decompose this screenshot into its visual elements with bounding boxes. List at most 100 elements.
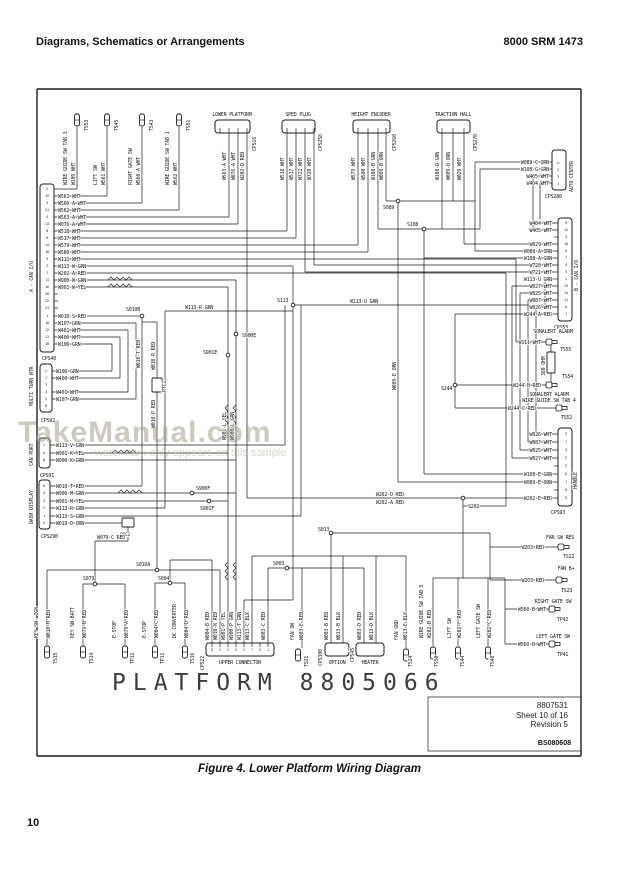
wire-label: SONALERT ALARM xyxy=(529,392,569,398)
component-label: TS50 xyxy=(434,656,440,667)
wire-label: W560-B WHT xyxy=(518,642,546,648)
component-label: 6 xyxy=(565,472,567,476)
junction-node xyxy=(233,331,239,337)
component-label: 2 xyxy=(565,277,567,281)
wire-label: W010-N RED xyxy=(213,612,219,640)
twisted-pair-coil-symbol xyxy=(232,404,237,427)
wire-label: DASH DISPLAY xyxy=(29,490,35,524)
component-label: TS15 xyxy=(53,653,59,664)
component-label: CPS45 xyxy=(350,648,356,662)
wire-label: W405 WHT xyxy=(530,228,553,234)
component-label: CPS16 xyxy=(252,137,258,151)
wire-label: W900-M GRN xyxy=(56,491,84,497)
wire-label: W900-W GRN xyxy=(58,278,86,284)
component-label: CPS93 xyxy=(551,510,565,516)
junction-node xyxy=(225,352,231,358)
connector-shell xyxy=(436,119,471,134)
component-label: 1 xyxy=(43,514,45,518)
terminal-lug-icon xyxy=(561,406,568,410)
title-block-revision: Revision 5 xyxy=(530,720,568,729)
wire-label: CAN PORT xyxy=(29,443,35,466)
wire-label: W560-A WHT xyxy=(136,157,142,185)
component-label: 4 xyxy=(565,263,567,267)
component-label: HEATER xyxy=(362,660,380,666)
wire-label: KEY SW- IGN xyxy=(34,607,40,638)
wire-label: LIFT SW xyxy=(447,617,453,638)
wire-label: W004-D RED xyxy=(184,610,190,638)
wire-label: W901-M YEL xyxy=(56,499,84,505)
component-label: 10 xyxy=(45,342,49,346)
terminal-lug-icon xyxy=(557,543,565,551)
junction-node xyxy=(92,581,98,587)
wire-label: W901-K YEL xyxy=(56,451,84,457)
component-label: TS16 xyxy=(190,653,196,664)
junction-node xyxy=(460,495,466,501)
component-label: 21 xyxy=(45,208,49,212)
connector-shell xyxy=(355,642,385,657)
component-label: TS51 xyxy=(186,120,192,131)
component-label: 7 xyxy=(565,256,567,260)
component-label: 3 xyxy=(46,201,48,205)
wire-label: W076-A WHT xyxy=(58,222,86,228)
component-label: TS53 xyxy=(84,120,90,131)
wire-label: MULTI TURN WTR xyxy=(29,365,35,406)
component-label: S003 xyxy=(273,561,284,567)
component-label: 5 xyxy=(565,270,567,274)
component-label: TP42 xyxy=(557,617,568,623)
wire-label: W720 WHT xyxy=(307,157,313,180)
twisted-pair-coil-symbol xyxy=(232,561,237,581)
wire-label: RIGHT GATE SW xyxy=(535,599,573,605)
component-label: CPS290 xyxy=(41,534,58,540)
component-label: 10 xyxy=(564,242,568,246)
wire-label: W013-C BLK xyxy=(245,612,251,640)
component-label: 2 xyxy=(43,506,45,510)
component-label: S004 xyxy=(158,576,169,582)
wire-label: W203 RED xyxy=(522,545,545,551)
component-label: 2 xyxy=(46,187,48,191)
connector-shell xyxy=(281,119,316,134)
component-label: 13 xyxy=(564,284,568,288)
wire-label: W013-D BLK xyxy=(369,612,375,640)
component-label: TP11 xyxy=(160,653,166,664)
component-label: CPS40 xyxy=(42,356,56,362)
component-label: 6 xyxy=(259,648,261,652)
title-block-code: BS080608 xyxy=(537,740,571,747)
wire-label: W089-D ORN xyxy=(446,152,452,180)
component-label: CPS22 xyxy=(200,656,206,670)
wire-label: W108-B GRN xyxy=(371,152,377,180)
component-label: 8 xyxy=(565,305,567,309)
component-label: 3 xyxy=(565,432,567,436)
component-label: TS14 xyxy=(89,653,95,664)
component-label: 2 xyxy=(45,369,47,373)
page-number: 10 xyxy=(27,817,40,829)
wire-label: W089-B ORN xyxy=(379,152,385,180)
wire-label: W202-D RED xyxy=(240,152,246,180)
component-label: 18 xyxy=(45,321,49,325)
junction-node xyxy=(284,565,290,571)
junction-node xyxy=(167,580,173,586)
junction-node xyxy=(421,226,427,232)
component-label: 7 xyxy=(565,440,567,444)
wire-label: W400 WHT xyxy=(58,335,81,341)
wire-label: W109 WHT xyxy=(71,162,77,185)
wire-label: W405 WHT xyxy=(527,174,550,180)
terminal-lug-icon xyxy=(545,381,553,389)
component-label: TS54 xyxy=(562,374,573,380)
component-label: TS22 xyxy=(563,554,574,560)
component-label: PTC1 xyxy=(162,381,168,392)
component-label: PTC2 xyxy=(120,532,131,538)
wire-label: WIRE GUIDE SW TAB 5 xyxy=(419,584,425,638)
wire-label: W202-F RED xyxy=(457,610,463,638)
component-label: C xyxy=(43,443,45,447)
connector-shell xyxy=(324,642,350,657)
component-label: 11 xyxy=(45,335,49,339)
wire-label: KEY SW-BATT xyxy=(70,607,76,638)
wire-label: W113-U GRN xyxy=(524,277,552,283)
wire-label: W013-B BLK xyxy=(336,612,342,640)
connector-shell xyxy=(557,427,573,507)
terminal-lug-icon xyxy=(545,338,553,346)
wire-label: W111 WHT xyxy=(519,340,542,346)
component-label: 6 xyxy=(46,236,48,240)
wire-label: W079-A RED xyxy=(124,610,130,638)
